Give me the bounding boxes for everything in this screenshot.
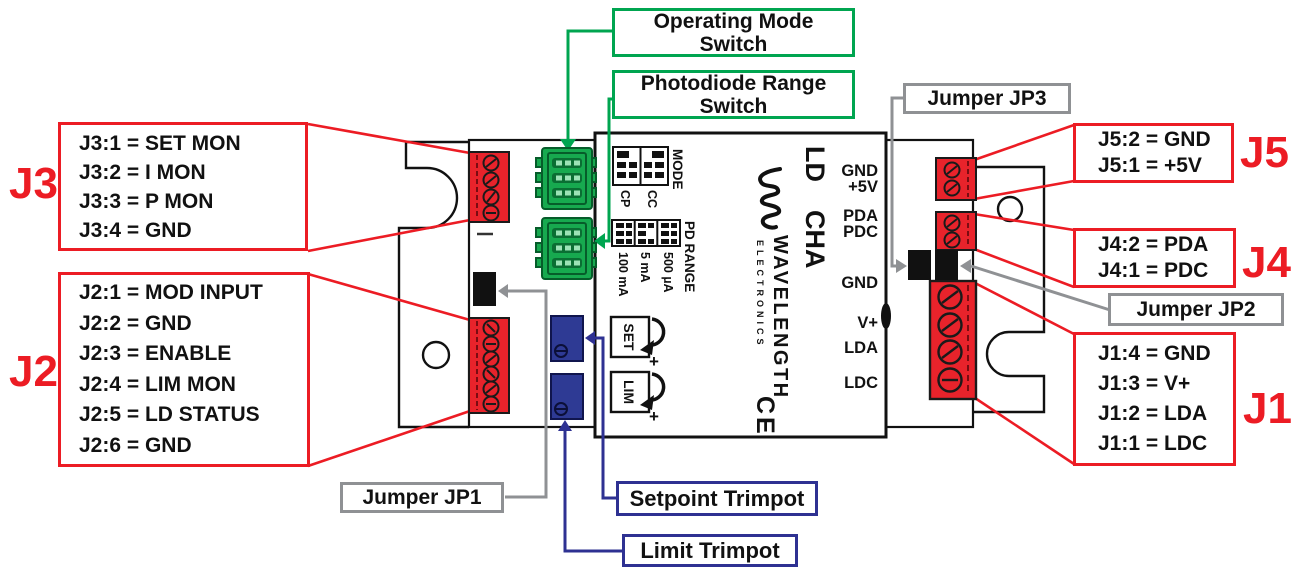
callout-box-photodiode-range: Photodiode Range Switch xyxy=(612,70,855,119)
arrow-jumper-jp1 xyxy=(498,284,508,298)
set-plus: + xyxy=(649,352,659,371)
pad-label-vplus: V+ xyxy=(857,314,878,332)
arrow-jumper-jp2 xyxy=(960,259,971,273)
connector-j1 xyxy=(928,279,978,401)
callout-box-setpoint-trimpot: Setpoint Trimpot xyxy=(616,481,818,516)
connector-j2 xyxy=(468,317,510,414)
pin-label: J2:3 = ENABLE xyxy=(79,342,232,365)
pin-label: J3:1 = SET MON xyxy=(79,131,241,155)
set-adjust-mark: SET + xyxy=(609,315,666,371)
pin-label: J4:2 = PDA xyxy=(1098,233,1209,256)
pin-label: J3:3 = P MON xyxy=(79,189,214,213)
connector-label-j4: J4 xyxy=(1242,238,1291,287)
connector-j3 xyxy=(468,151,510,223)
model-cha: CHA xyxy=(800,210,830,269)
waveform-squiggle-icon xyxy=(758,167,782,230)
callout-box-operating-mode: Operating Mode Switch xyxy=(612,8,855,57)
callout-box-j3: J3:1 = SET MON J3:2 = I MON J3:3 = P MON… xyxy=(58,122,308,251)
model-ld: LD xyxy=(800,146,830,182)
arrow-photodiode-range xyxy=(594,233,605,249)
jumper-jp2-block xyxy=(935,250,958,280)
callout-text: Switch xyxy=(699,32,768,56)
pad-labels: GND +5V PDA PDC GND V+ LDA LDC xyxy=(841,162,878,392)
pin-label: J4:1 = PDC xyxy=(1098,259,1209,282)
arrow-jumper-jp3 xyxy=(896,259,907,273)
pin-label: J2:2 = GND xyxy=(79,311,192,335)
mounting-hole-left xyxy=(421,340,451,370)
dip-switch-photodiode-range xyxy=(535,217,597,280)
callout-text: Switch xyxy=(699,94,768,118)
connector-label-j2: J2 xyxy=(9,347,58,396)
connector-j5 xyxy=(935,157,977,201)
callout-box-jumper-jp1: Jumper JP1 xyxy=(340,482,504,513)
mode-legend: MODE CP CC xyxy=(612,146,685,208)
callout-lines-red xyxy=(307,122,1075,468)
callout-box-j2: J2:1 = MOD INPUT J2:2 = GND J2:3 = ENABL… xyxy=(58,272,310,467)
pin-label: J5:1 = +5V xyxy=(1098,154,1202,177)
lim-plus: + xyxy=(649,407,659,426)
brand-subname: ELECTRONICS xyxy=(755,240,765,349)
lim-label: LIM xyxy=(621,380,637,404)
pin-label: J2:5 = LD STATUS xyxy=(79,403,260,426)
callout-text: Photodiode Range xyxy=(640,71,827,95)
mode-option-cp: CP xyxy=(618,190,632,207)
pin-label: J1:4 = GND xyxy=(1098,342,1211,365)
trimpot-setpoint xyxy=(550,315,584,362)
mode-option-cc: CC xyxy=(645,190,659,208)
ce-mark: CE xyxy=(751,396,779,437)
pin-label: J5:2 = GND xyxy=(1098,128,1211,151)
pad-label-5v: +5V xyxy=(848,178,878,196)
pad-label-gnd-top: GND xyxy=(841,162,878,180)
pd-range-option-500ua: 500 µA xyxy=(661,252,675,293)
edge-bump xyxy=(881,303,891,329)
callout-lines-gray xyxy=(505,96,1111,499)
pin-label: J2:4 = LIM MON xyxy=(79,372,236,396)
pad-label-pda: PDA xyxy=(843,207,878,225)
lim-adjust-mark: LIM + xyxy=(609,370,666,426)
connector-label-j5: J5 xyxy=(1240,128,1289,177)
mode-title: MODE xyxy=(670,149,685,190)
callout-box-j5: J5:2 = GND J5:1 = +5V xyxy=(1073,123,1234,183)
dip-switch-operating-mode xyxy=(535,147,597,210)
arrow-setpoint-trimpot xyxy=(585,331,595,345)
pad-label-gnd-mid: GND xyxy=(841,274,878,292)
connector-label-j1: J1 xyxy=(1243,384,1292,433)
callout-box-limit-trimpot: Limit Trimpot xyxy=(622,534,798,567)
pad-label-lda: LDA xyxy=(844,339,878,357)
pin-label: J2:1 = MOD INPUT xyxy=(79,281,263,304)
pin-label: J1:3 = V+ xyxy=(1098,372,1191,395)
pin-label: J3:4 = GND xyxy=(79,218,192,242)
pad-label-ldc: LDC xyxy=(844,374,878,392)
callout-text: Operating Mode xyxy=(653,9,814,33)
wavelength-logo: WAVELENGTH ELECTRONICS xyxy=(755,167,791,400)
mounting-bracket-right xyxy=(973,165,1046,414)
connector-label-j3: J3 xyxy=(9,159,58,208)
callout-lines-blue xyxy=(563,336,624,553)
pin-label: J3:2 = I MON xyxy=(79,160,206,184)
callout-lines-green xyxy=(566,29,612,243)
callout-box-j1: J1:4 = GND J1:3 = V+ J1:2 = LDA J1:1 = L… xyxy=(1073,332,1236,466)
brand-name: WAVELENGTH xyxy=(769,235,791,400)
arrow-limit-trimpot xyxy=(558,420,572,431)
pad-label-pdc: PDC xyxy=(843,223,878,241)
pin-label: J2:6 = GND xyxy=(79,433,192,457)
set-label: SET xyxy=(621,323,637,351)
mounting-bracket-left xyxy=(397,140,469,429)
pd-range-title: PD RANGE xyxy=(682,221,697,292)
callout-box-jumper-jp3: Jumper JP3 xyxy=(903,83,1071,114)
jumper-jp3-block xyxy=(908,250,931,280)
callout-box-j4: J4:2 = PDA J4:1 = PDC xyxy=(1073,228,1236,288)
pd-range-option-5ma: 5 mA xyxy=(638,252,652,283)
pd-range-legend: PD RANGE 100 mA 5 mA 500 µA xyxy=(611,219,697,296)
connector-j4 xyxy=(935,211,977,251)
callout-box-jumper-jp2: Jumper JP2 xyxy=(1108,293,1284,326)
trimpot-limit xyxy=(550,373,584,420)
pin-label: J1:1 = LDC xyxy=(1098,432,1208,455)
pd-range-option-100ma: 100 mA xyxy=(616,252,630,296)
arrow-operating-mode xyxy=(560,139,576,151)
jumper-jp1 xyxy=(473,272,496,306)
pin-label: J1:2 = LDA xyxy=(1098,402,1208,425)
